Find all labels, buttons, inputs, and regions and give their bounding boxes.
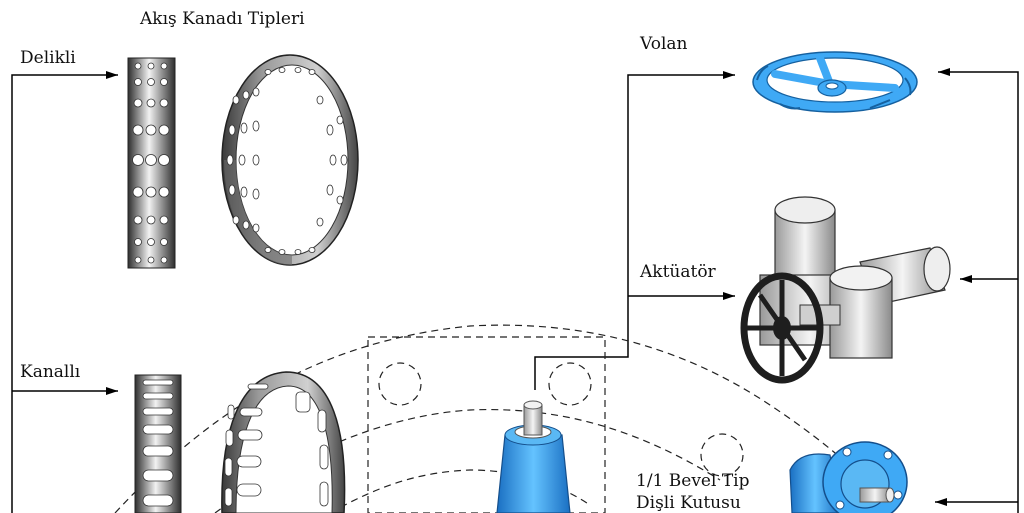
label-kanalli: Kanallı xyxy=(20,362,81,382)
slotted-strip-flat xyxy=(134,374,182,513)
valve-bonnet xyxy=(496,400,571,513)
electric-actuator xyxy=(740,196,951,384)
label-volan: Volan xyxy=(640,34,688,54)
right-connector-lines xyxy=(534,71,1019,513)
left-arrowheads xyxy=(106,71,118,395)
left-connector-lines xyxy=(11,74,118,513)
label-bevel-line2: Dişli Kutusu xyxy=(636,493,741,513)
label-bevel-line1: 1/1 Bevel Tip xyxy=(636,471,750,491)
perforated-strip-flat xyxy=(127,57,176,269)
bevel-gearbox xyxy=(789,441,908,513)
slotted-ring xyxy=(221,371,346,513)
handwheel-volan xyxy=(752,51,918,113)
perforated-ring xyxy=(221,54,359,266)
label-delikli: Delikli xyxy=(20,48,76,68)
dashed-valve-outline xyxy=(114,324,891,513)
diagram-title: Akış Kanadı Tipleri xyxy=(140,9,305,29)
right-arrowheads xyxy=(723,68,972,506)
label-aktuator: Aktüatör xyxy=(640,262,716,282)
